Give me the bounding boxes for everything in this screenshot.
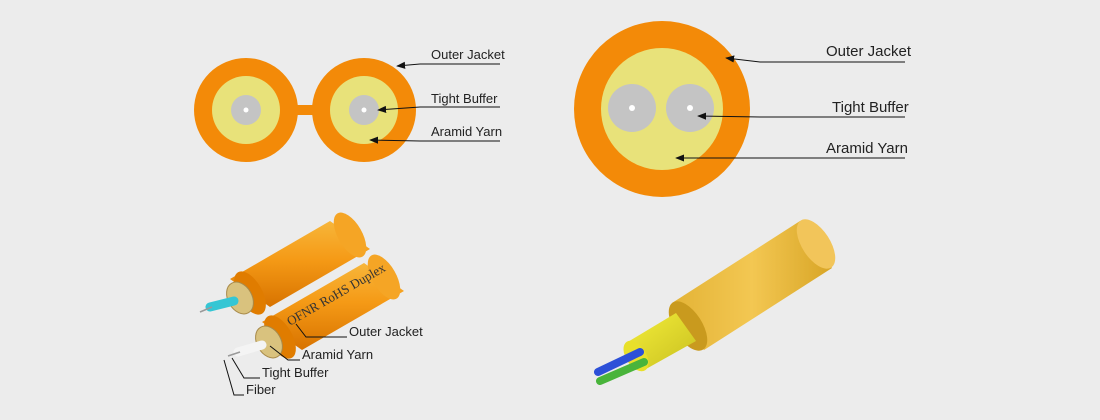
fiber-left: [629, 105, 635, 111]
leader-tight-buffer: [697, 112, 905, 120]
outer-jacket-body: [672, 221, 832, 350]
fiber-green: [596, 358, 648, 385]
label-aramid-yarn: Aramid Yarn: [302, 347, 373, 362]
zip-right-circle: [312, 58, 416, 162]
zipcord-3d-view: OFNR RoHS Duplex Outer Jacket Aramid Yar…: [199, 212, 423, 397]
back-tight-buffer: [205, 296, 239, 312]
round-duplex-cross-section: Outer Jacket Tight Buffer Aramid Yarn: [574, 21, 912, 197]
fiber: [361, 107, 367, 113]
back-fiber: [199, 306, 213, 313]
label-aramid-yarn: Aramid Yarn: [826, 140, 908, 157]
zipcord-cross-section: Outer Jacket Tight Buffer Aramid Yarn: [194, 47, 505, 162]
leader-aramid-yarn: [369, 136, 500, 144]
leader-outer-jacket: [725, 55, 905, 63]
label-outer-jacket: Outer Jacket: [431, 47, 505, 62]
outer-jacket-end: [796, 219, 836, 269]
label-tight-buffer: Tight Buffer: [832, 99, 909, 116]
leader-outer-jacket: [396, 61, 500, 69]
front-cable-end: [367, 254, 401, 300]
fiber-blue: [594, 348, 644, 376]
leader-fiber: [223, 359, 244, 396]
label-tight-buffer: Tight Buffer: [431, 91, 498, 106]
label-outer-jacket: Outer Jacket: [826, 43, 912, 60]
back-cable-end: [333, 212, 367, 258]
zip-left-circle: [194, 58, 298, 162]
front-tight-buffer: [233, 340, 267, 357]
zip-bridge: [290, 105, 320, 115]
label-fiber: Fiber: [246, 382, 276, 397]
round-duplex-3d-view: [594, 219, 836, 385]
back-cable-body: [230, 221, 370, 307]
label-tight-buffer: Tight Buffer: [262, 365, 329, 380]
label-aramid-yarn: Aramid Yarn: [431, 124, 502, 139]
leader-tight-buffer: [377, 105, 500, 114]
front-fiber: [227, 351, 241, 357]
leader-aramid-yarn: [269, 345, 300, 361]
leader-outer-jacket: [295, 323, 347, 338]
outer-jacket-cut: [668, 301, 708, 351]
leader-tight-buffer: [231, 357, 260, 379]
aramid-yarn: [601, 48, 723, 170]
label-outer-jacket: Outer Jacket: [349, 324, 423, 339]
fiber: [243, 107, 249, 113]
fiber-right: [687, 105, 693, 111]
front-cable-body: [262, 263, 404, 350]
back-cable: [199, 212, 370, 315]
